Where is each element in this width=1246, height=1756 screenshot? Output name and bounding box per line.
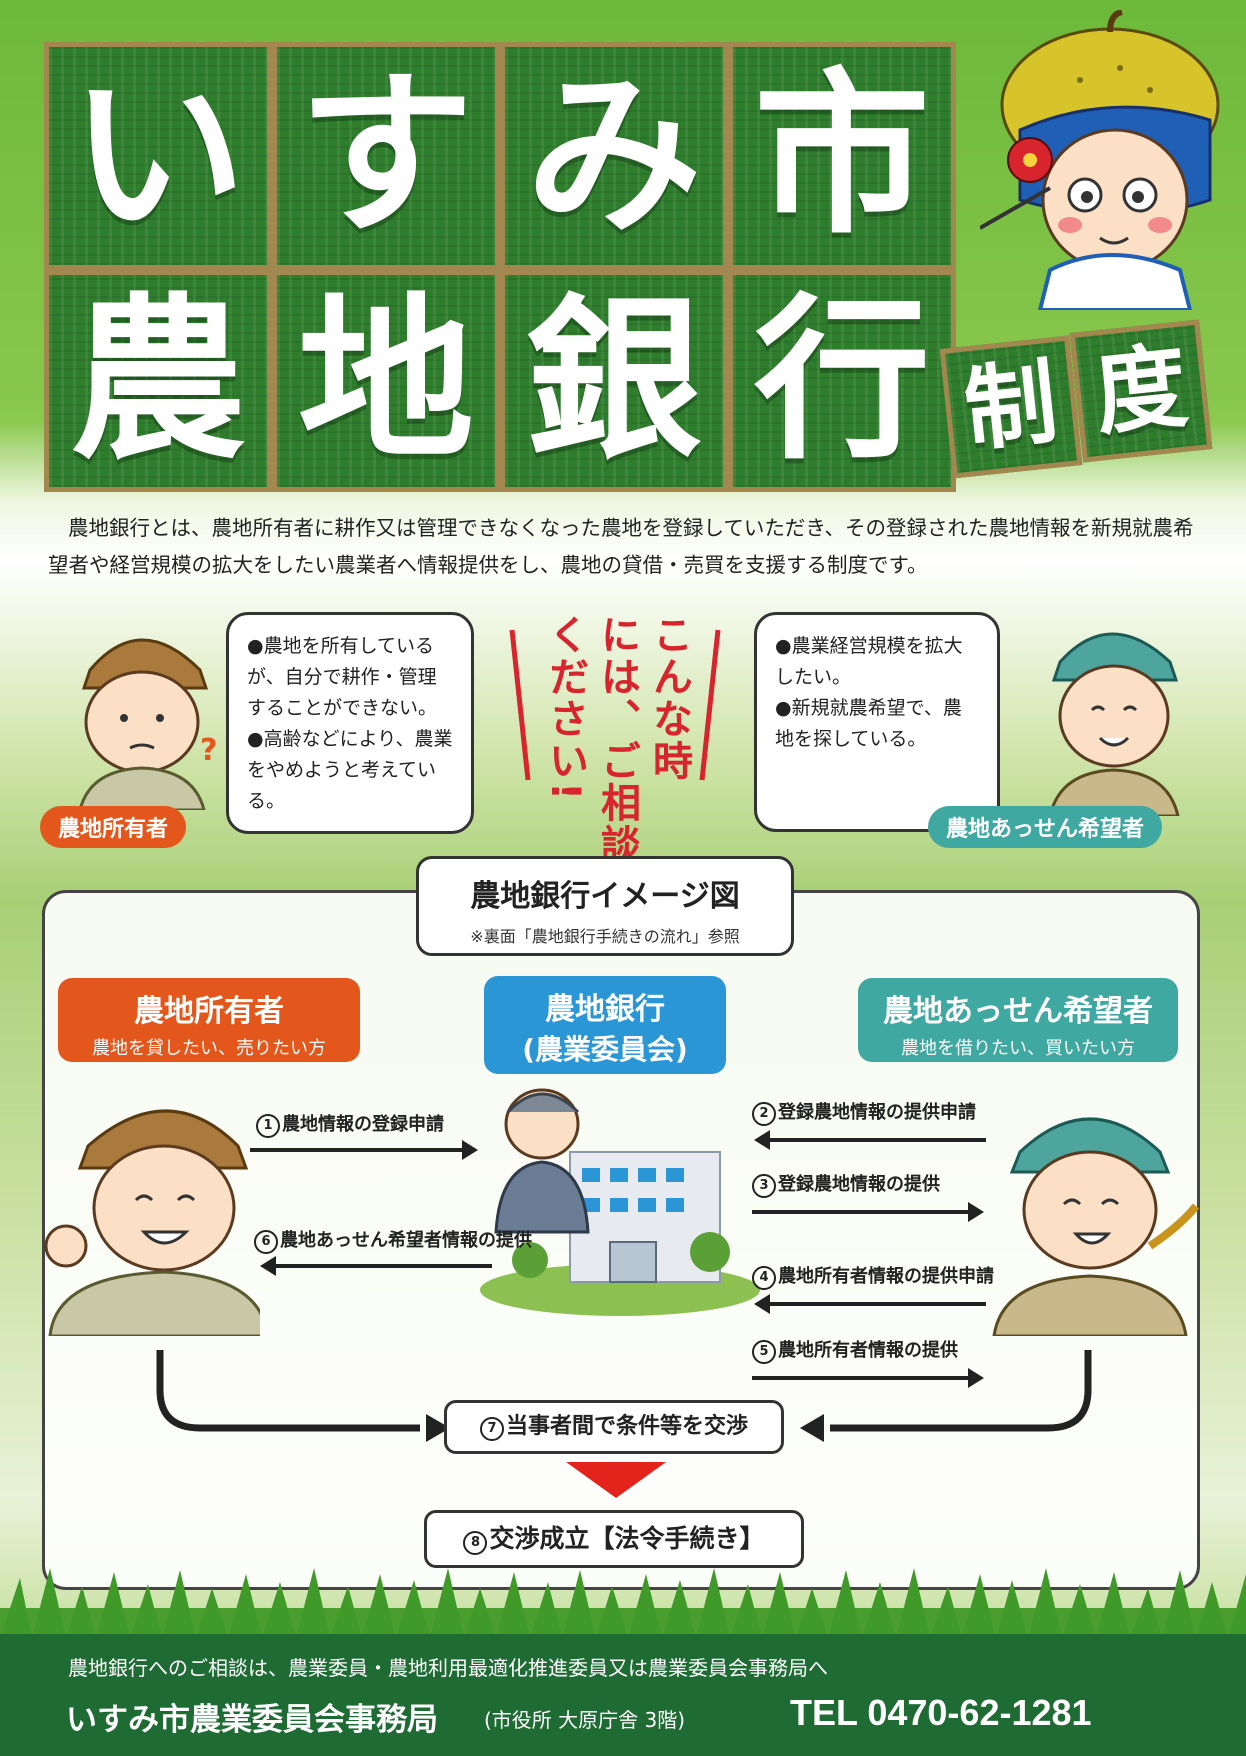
- seeker-role-name: 農地あっせん希望者: [883, 994, 1153, 1029]
- consult-text-col2: には、ご相談: [594, 614, 640, 866]
- step-4-arrow: [754, 1294, 986, 1314]
- seeker-wish-2: ●新規就農希望で、農地を探している。: [775, 697, 962, 750]
- step-5-arrow: [752, 1368, 984, 1388]
- bank-role-name: 農地銀行: [545, 992, 665, 1027]
- negotiation-connectors: [156, 1350, 1092, 1442]
- footer-consult-text: 農地銀行へのご相談は、農業委員・農地利用最適化推進委員又は農業委員会事務局へ: [68, 1656, 828, 1680]
- owner-concern-1: ●農地を所有しているが、自分で耕作・管理することができない。: [247, 635, 438, 719]
- title-suffix-tile: 制: [939, 335, 1083, 479]
- step-2-arrow: [754, 1130, 986, 1150]
- seeker-farmer-illustration: [1048, 632, 1180, 816]
- owner-speech-bubble: ●農地を所有しているが、自分で耕作・管理することができない。 ●高齢などにより、…: [226, 612, 474, 834]
- seeker-tag: 農地あっせん希望者: [928, 806, 1163, 848]
- footer-office-name: いすみ市農業委員会事務局: [66, 1702, 438, 1738]
- footer-telephone[interactable]: TEL 0470-62-1281: [790, 1692, 1092, 1733]
- owner-tag: 農地所有者: [40, 806, 187, 848]
- diagram-title: 農地銀行イメージ図: [470, 879, 740, 914]
- owner-role-box: 農地所有者 農地を貸したい、売りたい方: [58, 978, 360, 1062]
- seeker-speech-bubble: ●農業経営規模を拡大したい。 ●新規就農希望で、農地を探している。: [754, 612, 1000, 832]
- title-char-tile: す: [272, 42, 500, 270]
- consult-text-col3: ください!: [542, 614, 588, 803]
- title-char-tile: 農: [44, 270, 272, 492]
- down-arrow-icon: [566, 1462, 666, 1498]
- title-char-tile: 行: [728, 270, 956, 492]
- bank-building-illustration: [480, 1088, 760, 1316]
- footer-office-location: (市役所 大原庁舎 3階): [484, 1708, 686, 1732]
- diagram-title-box: 農地銀行イメージ図 ※裏面「農地銀行手続きの流れ」参照: [416, 856, 794, 956]
- svg-text:?: ?: [200, 733, 217, 768]
- consult-text-col1: こんな時: [646, 614, 692, 782]
- mascot-illustration: [980, 10, 1220, 310]
- title-suffix-tile: 度: [1069, 319, 1213, 463]
- intro-text: 農地銀行とは、農地所有者に耕作又は管理できなくなった農地を登録していただき、その…: [48, 516, 1194, 577]
- title-char-tile: い: [44, 42, 272, 270]
- step-6-arrow: [260, 1256, 492, 1276]
- owner-concern-2: ●高齢などにより、農業をやめようと考えている。: [247, 728, 453, 812]
- consult-emphasis-lines: [509, 629, 721, 781]
- owner-role-name: 農地所有者: [134, 994, 284, 1029]
- grass-decoration: [0, 1568, 1246, 1638]
- title-char-tile: 銀: [500, 270, 728, 492]
- seeker-role-desc: 農地を借りたい、買いたい方: [901, 1038, 1135, 1059]
- seeker-wish-1: ●農業経営規模を拡大したい。: [775, 635, 963, 688]
- bank-role-sub: (農業委員会): [522, 1033, 688, 1066]
- bank-role-box: 農地銀行 (農業委員会): [484, 976, 726, 1074]
- title-char-tile: 地: [272, 270, 500, 492]
- title-char-tile: み: [500, 42, 728, 270]
- step-1-arrow: [250, 1140, 478, 1160]
- footer: 農地銀行へのご相談は、農業委員・農地利用最適化推進委員又は農業委員会事務局へ い…: [0, 1634, 1246, 1756]
- title-char-tile: 市: [728, 42, 956, 270]
- owner-role-desc: 農地を貸したい、売りたい方: [92, 1038, 326, 1059]
- owner-farmer-happy-illustration: [44, 1109, 260, 1336]
- seeker-role-box: 農地あっせん希望者 農地を借りたい、買いたい方: [858, 978, 1178, 1062]
- seeker-farmer-happy-illustration: [992, 1117, 1200, 1336]
- diagram-note: ※裏面「農地銀行手続きの流れ」参照: [470, 927, 740, 946]
- owner-farmer-illustration: ?: [78, 638, 217, 810]
- step-3-arrow: [752, 1202, 984, 1222]
